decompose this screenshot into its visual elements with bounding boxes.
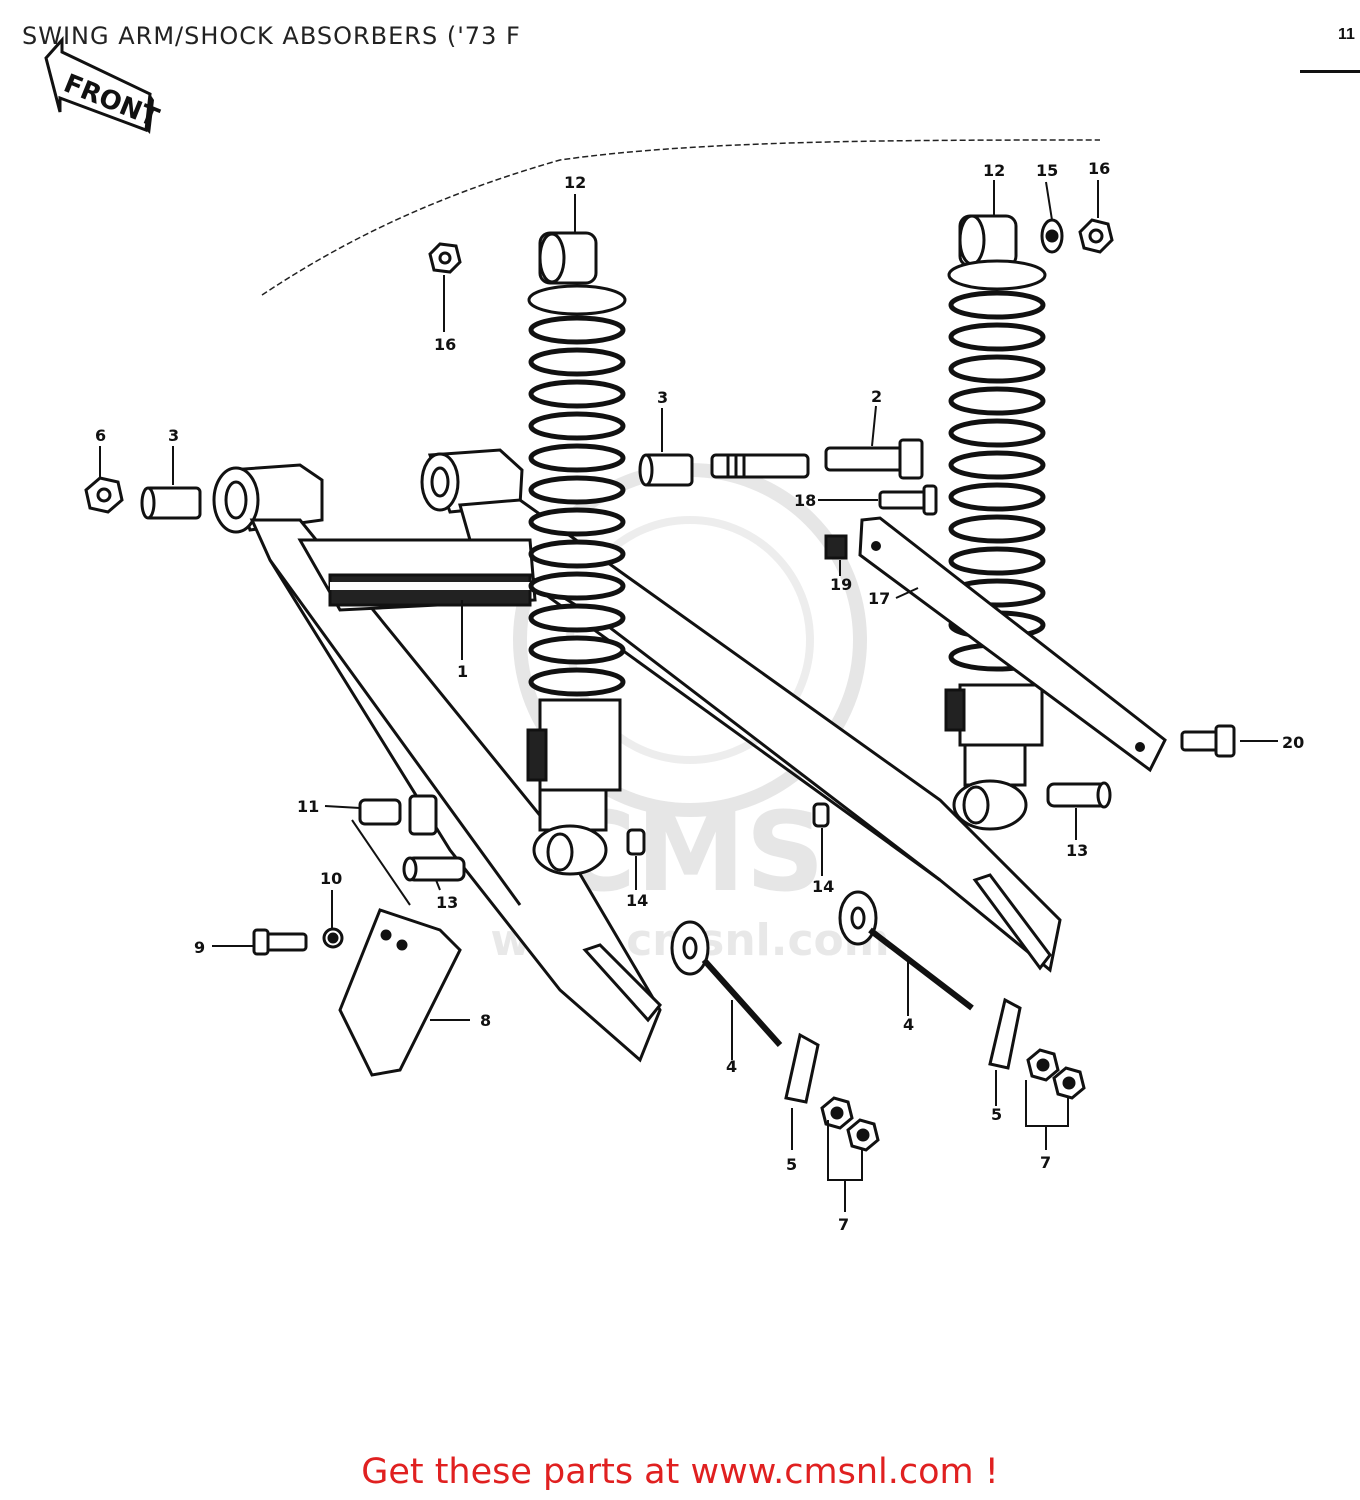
left-shock-spring bbox=[528, 315, 626, 697]
bolt-9-icon bbox=[252, 928, 308, 956]
callout-5-right: 5 bbox=[991, 1105, 1002, 1124]
washer-15-icon bbox=[1040, 218, 1064, 254]
callout-16-right: 16 bbox=[1088, 159, 1110, 178]
collar-3-right-icon bbox=[638, 453, 694, 487]
callout-1: 1 bbox=[457, 662, 468, 681]
pivot-bolt-2-icon bbox=[824, 438, 924, 480]
washer-10-icon bbox=[322, 927, 344, 949]
nut-19-icon bbox=[824, 534, 848, 560]
callout-17: 17 bbox=[868, 589, 890, 608]
nut-14-left-icon bbox=[626, 828, 646, 856]
bolt-18-icon bbox=[878, 484, 938, 516]
nut-16-top-icon bbox=[428, 242, 462, 274]
callout-6: 6 bbox=[95, 426, 106, 445]
left-shock-absorber bbox=[526, 231, 627, 876]
chain-adjusters bbox=[670, 890, 1086, 1152]
callout-7-left: 7 bbox=[838, 1215, 849, 1234]
callout-18: 18 bbox=[794, 491, 816, 510]
callout-12-left: 12 bbox=[564, 173, 586, 192]
plate-5-right-icon bbox=[988, 997, 1022, 1070]
get-parts-link[interactable]: Get these parts at www.cmsnl.com ! bbox=[361, 1452, 999, 1492]
callout-7-right: 7 bbox=[1040, 1153, 1051, 1172]
frame-outline-curve bbox=[261, 139, 1101, 296]
callouts: 12 12 15 16 16 6 3 3 2 18 19 17 1 20 13 … bbox=[95, 159, 1304, 1234]
callout-13-left: 13 bbox=[436, 893, 458, 912]
adjuster-4-right bbox=[838, 890, 974, 1011]
corner-rule bbox=[1300, 70, 1360, 73]
bolt-20-icon bbox=[1180, 724, 1236, 758]
swing-arm bbox=[212, 448, 1062, 1063]
callout-2: 2 bbox=[871, 387, 882, 406]
callout-16-top: 16 bbox=[434, 335, 456, 354]
callout-14-right: 14 bbox=[812, 877, 834, 896]
callout-13-right: 13 bbox=[1066, 841, 1088, 860]
torque-link-bracket bbox=[252, 794, 462, 1077]
nut-6-icon bbox=[84, 476, 124, 514]
callout-10: 10 bbox=[320, 869, 342, 888]
shock-bolt-13-right-icon bbox=[1046, 781, 1112, 809]
plate-5-left-icon bbox=[784, 1032, 820, 1104]
page-title: SWING ARM/SHOCK ABSORBERS ('73 F bbox=[22, 22, 521, 50]
shock-bolt-13-left-icon bbox=[402, 856, 466, 882]
callout-9: 9 bbox=[194, 938, 205, 957]
front-arrow-icon: FRONT bbox=[44, 36, 163, 134]
callout-14-left: 14 bbox=[626, 891, 648, 910]
pivot-parts bbox=[84, 218, 1236, 882]
callout-15: 15 bbox=[1036, 161, 1058, 180]
callout-3-right: 3 bbox=[657, 388, 668, 407]
callout-11: 11 bbox=[297, 797, 319, 816]
nuts-7-right-icon bbox=[1026, 1048, 1086, 1100]
clamp-11-icon bbox=[358, 794, 438, 836]
callout-20: 20 bbox=[1282, 733, 1304, 752]
callout-5-left: 5 bbox=[786, 1155, 797, 1174]
callout-4-left: 4 bbox=[726, 1057, 737, 1076]
adjuster-4-left bbox=[670, 920, 783, 1047]
chain-guard bbox=[858, 516, 1167, 773]
exploded-parts-diagram: CMS www.cmsnl.com FRONT bbox=[44, 36, 1304, 1234]
collar-3-left-icon bbox=[140, 486, 202, 520]
leader-lines bbox=[99, 180, 1278, 1212]
nuts-7-left-icon bbox=[820, 1096, 880, 1152]
pivot-sleeve-icon bbox=[710, 453, 810, 479]
callout-4-right: 4 bbox=[903, 1015, 914, 1034]
corner-page-mark: 11 bbox=[1338, 26, 1355, 43]
callout-12-right: 12 bbox=[983, 161, 1005, 180]
nut-16-right-icon bbox=[1078, 218, 1114, 254]
right-shock-absorber bbox=[944, 214, 1047, 831]
callout-19: 19 bbox=[830, 575, 852, 594]
callout-8: 8 bbox=[480, 1011, 491, 1030]
callout-3-left: 3 bbox=[168, 426, 179, 445]
nut-14-right-icon bbox=[812, 802, 830, 828]
